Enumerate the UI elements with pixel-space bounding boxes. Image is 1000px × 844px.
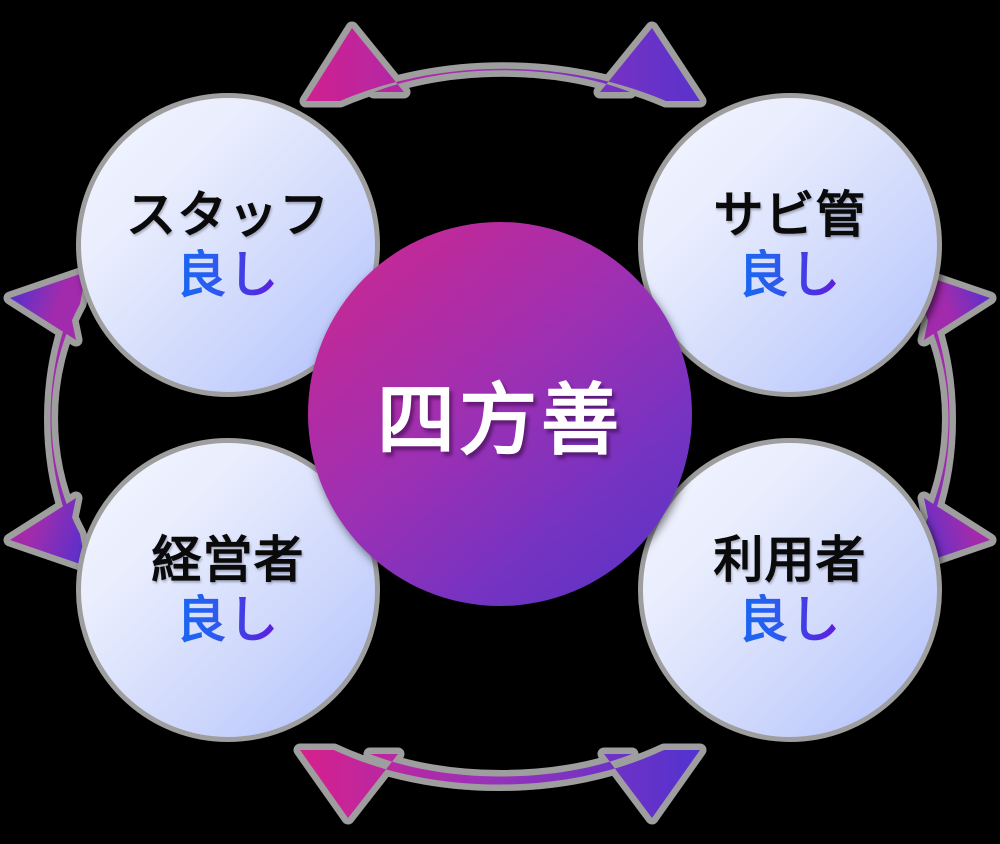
center-label: 四方善 xyxy=(376,376,623,466)
node-manager-sublabel: 良し xyxy=(176,591,280,649)
node-sabikan: サビ管 良し xyxy=(638,93,942,397)
bottom-double-arrow xyxy=(293,743,707,825)
node-staff-sublabel: 良し xyxy=(176,246,280,304)
node-user-sublabel: 良し xyxy=(738,591,842,649)
center-circle: 四方善 xyxy=(308,222,692,606)
node-sabikan-sublabel: 良し xyxy=(738,246,842,304)
node-manager-label: 経営者 xyxy=(151,530,305,589)
node-user: 利用者 良し xyxy=(638,438,942,742)
top-double-arrow xyxy=(299,21,707,108)
left-double-arrow xyxy=(3,265,93,573)
node-staff-label: スタッフ xyxy=(126,185,330,244)
node-sabikan-label: サビ管 xyxy=(713,185,867,244)
node-user-label: 利用者 xyxy=(713,530,867,589)
